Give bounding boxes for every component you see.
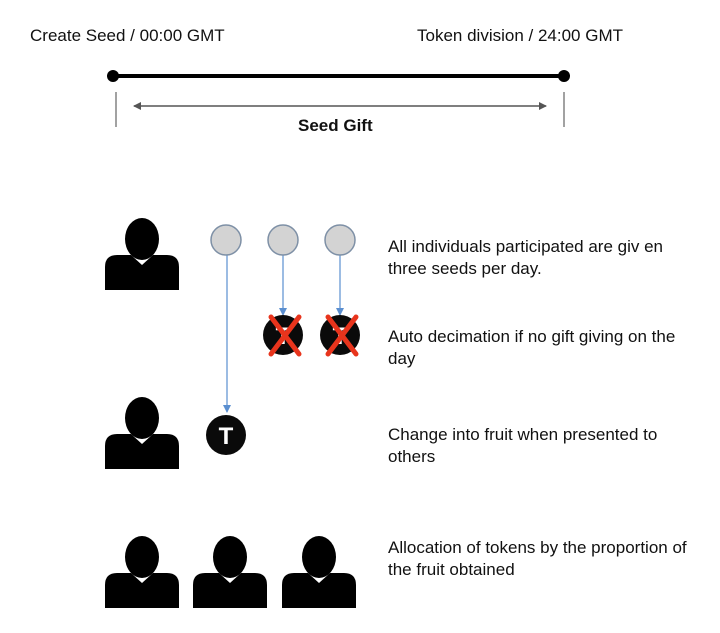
start-label: Create Seed / 00:00 GMT (30, 26, 225, 45)
decimated-token-icon: T (263, 314, 303, 357)
timeline-end-dot (558, 70, 570, 82)
end-label: Token division / 24:00 GMT (417, 26, 623, 45)
row-description: Auto decimation if no gift giving on the… (388, 327, 676, 368)
person-icon (105, 218, 179, 290)
seed-icon (210, 224, 242, 256)
token-letter: T (219, 423, 234, 450)
timeline-start-dot (107, 70, 119, 82)
person-icon (282, 536, 356, 608)
row-description: Allocation of tokens by the proportion o… (388, 538, 687, 579)
person-icon (105, 397, 179, 469)
row-description: Change into fruit when presented to othe… (388, 425, 658, 466)
row-description: All individuals participated are giv en … (388, 237, 663, 278)
person-icon (193, 536, 267, 608)
person-icon (105, 536, 179, 608)
seed-icon (324, 224, 356, 256)
fruit-token-icon: T (206, 415, 246, 455)
span-label: Seed Gift (298, 116, 373, 135)
timeline (107, 70, 570, 127)
seed-icon (267, 224, 299, 256)
decimated-token-icon: T (320, 314, 360, 357)
